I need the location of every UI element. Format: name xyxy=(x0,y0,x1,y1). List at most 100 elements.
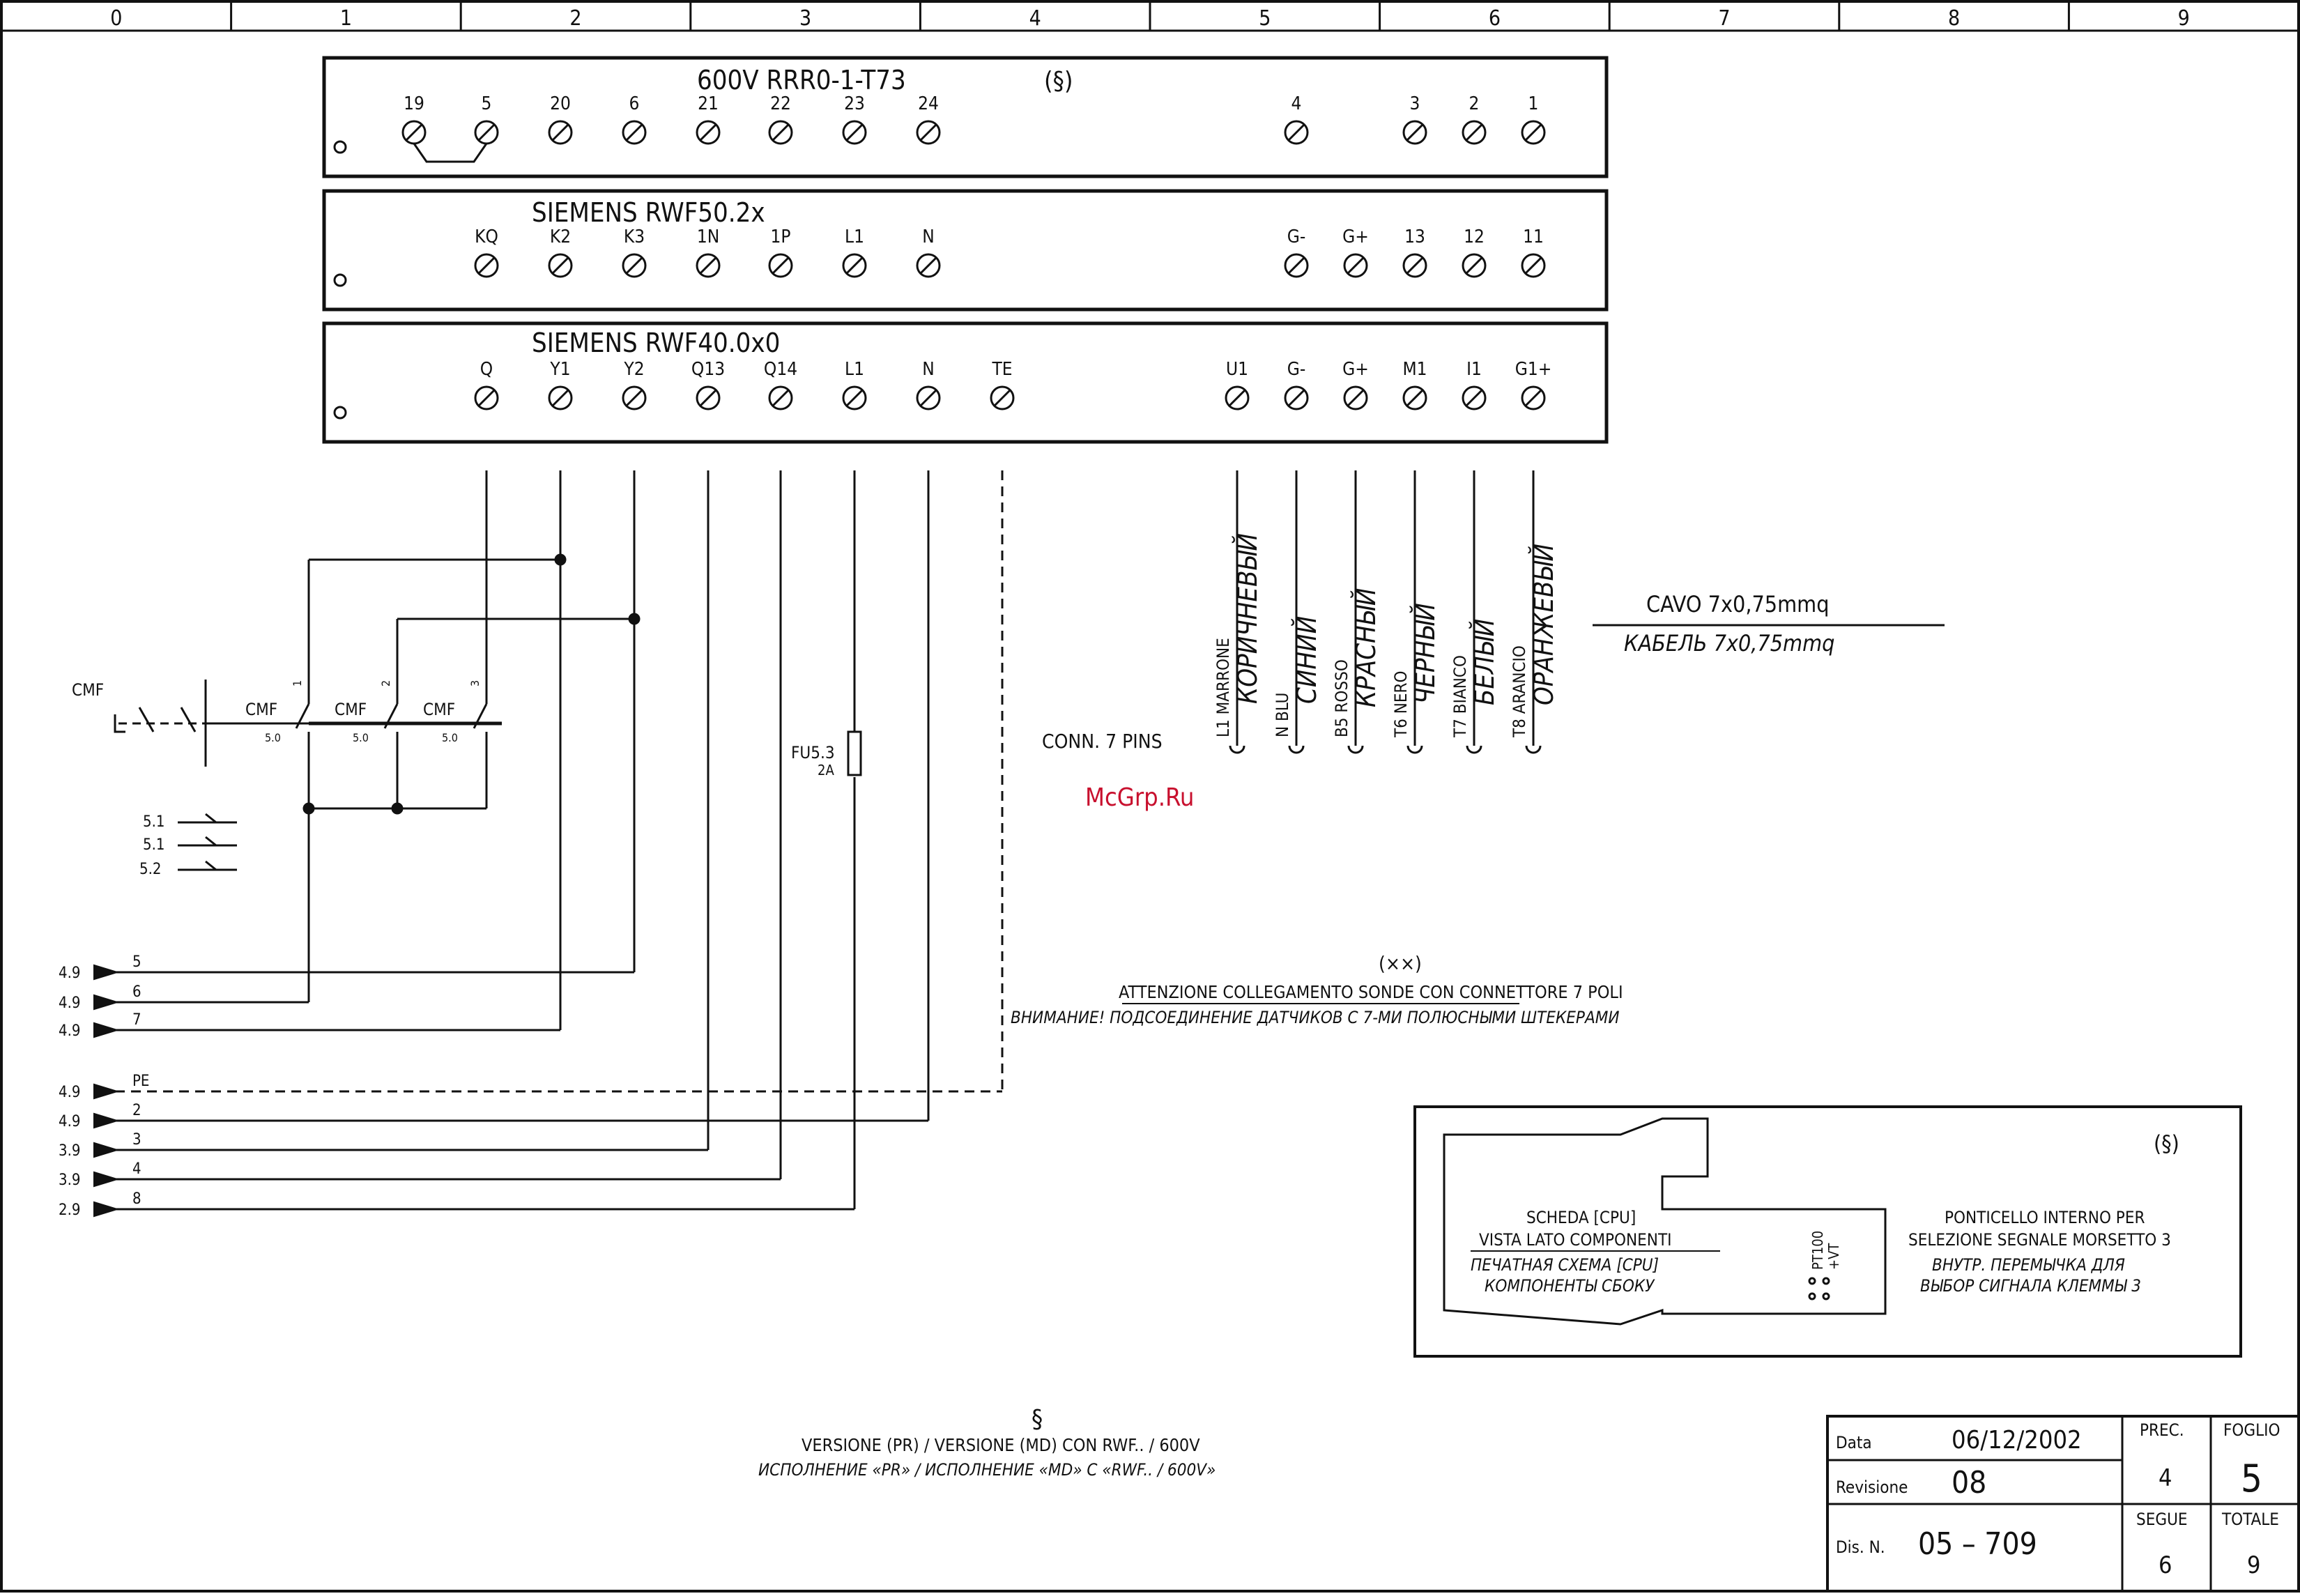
terminal: N xyxy=(916,359,941,410)
terminal: G1+ xyxy=(1515,359,1551,410)
terminal-label: 21 xyxy=(698,93,719,114)
contactor-pole-number-3: 3 xyxy=(468,680,482,686)
title-totale-value: 9 xyxy=(2247,1551,2260,1579)
terminal-label: N xyxy=(922,227,935,247)
block1-title: 600V RRR0-1-T73 xyxy=(697,65,906,95)
terminal-label: 1N xyxy=(697,227,719,247)
terminal: 4 xyxy=(1284,93,1309,145)
column-number: 1 xyxy=(340,6,352,31)
terminal-label: 2 xyxy=(1469,93,1480,114)
terminal-label: M1 xyxy=(1402,359,1427,380)
column-number: 0 xyxy=(110,6,122,31)
output-arrow-icon xyxy=(93,1083,120,1100)
terminal-screw-icon xyxy=(622,120,647,145)
output-ref: 4.9 xyxy=(59,1113,80,1130)
terminal-label: U1 xyxy=(1226,359,1248,380)
terminal-screw-icon xyxy=(1521,385,1546,410)
terminal-label: Q14 xyxy=(764,359,797,380)
terminal-label: 4 xyxy=(1291,93,1302,114)
terminal: 23 xyxy=(842,93,867,145)
wire-code: B5 ROSSO xyxy=(1332,659,1351,737)
contactor-pole-number-2: 2 xyxy=(379,680,392,686)
cable-label-it: CAVO 7x0,75mmq xyxy=(1646,591,1829,617)
wire-code: T8 ARANCIO xyxy=(1510,645,1529,738)
terminal: K2 xyxy=(548,227,573,278)
terminal-screw-icon xyxy=(696,120,721,145)
watermark: McGrp.Ru xyxy=(1085,783,1194,812)
detail-mark: (§) xyxy=(2154,1130,2179,1157)
column-number: 4 xyxy=(1029,6,1041,31)
detail-box xyxy=(1413,1105,2242,1358)
terminal-label: L1 xyxy=(845,359,864,380)
terminal: Y1 xyxy=(548,359,573,410)
connector-label: CONN. 7 PINS xyxy=(1042,730,1163,753)
terminal-screw-icon xyxy=(1462,120,1487,145)
detail-board-it-1: SCHEDA [CPU] xyxy=(1526,1208,1636,1227)
terminal-screw-icon xyxy=(1521,120,1546,145)
terminal-label: 5 xyxy=(482,93,492,114)
terminal-screw-icon xyxy=(916,385,941,410)
output-arrow-icon xyxy=(93,1142,120,1158)
terminal: TE xyxy=(990,359,1015,410)
output-ref: 2.9 xyxy=(59,1202,80,1219)
terminal: Q xyxy=(474,359,499,410)
terminal-label: Q xyxy=(480,359,493,380)
terminal-label: L1 xyxy=(845,227,864,247)
terminal-label: Y1 xyxy=(549,359,570,380)
output-arrow-icon xyxy=(93,1201,120,1218)
title-dis-value: 05 – 709 xyxy=(1918,1526,2037,1562)
terminal-screw-icon xyxy=(1462,253,1487,278)
contactor-pole-1: CMF xyxy=(245,700,277,719)
terminal-screw-icon xyxy=(1402,253,1427,278)
terminal: 21 xyxy=(696,93,721,145)
contactor-pole-ref-1: 5.0 xyxy=(265,731,281,744)
title-segue-value: 6 xyxy=(2159,1551,2172,1579)
terminal-label: K2 xyxy=(550,227,571,247)
terminal-screw-icon xyxy=(622,385,647,410)
detail-board-ru-2: КОМПОНЕНТЫ СБОКУ xyxy=(1485,1276,1655,1296)
output-arrow-icon xyxy=(93,1022,120,1038)
title-rev-value: 08 xyxy=(1952,1465,1986,1501)
output-label: 8 xyxy=(132,1190,141,1208)
terminal-screw-icon xyxy=(696,385,721,410)
terminal: U1 xyxy=(1225,359,1250,410)
terminal-label: K3 xyxy=(624,227,645,247)
terminal-screw-icon xyxy=(1402,385,1427,410)
contactor-pole-number-1: 1 xyxy=(291,680,304,686)
output-ref: 4.9 xyxy=(59,965,80,982)
terminal: 1P xyxy=(768,227,793,278)
wire-color-ru: ЧЕРНЫЙ xyxy=(1410,603,1441,704)
terminal-screw-icon xyxy=(696,253,721,278)
title-data-label: Data xyxy=(1836,1433,1872,1452)
output-arrow-icon xyxy=(93,964,120,981)
output-label: PE xyxy=(132,1073,149,1090)
title-dis-label: Dis. N. xyxy=(1836,1537,1885,1557)
output-ref: 4.9 xyxy=(59,995,80,1012)
terminal-screw-icon xyxy=(401,120,427,145)
terminal: G+ xyxy=(1342,227,1369,278)
terminal: 1N xyxy=(696,227,721,278)
terminal: 2 xyxy=(1462,93,1487,145)
terminal-label: G- xyxy=(1287,359,1306,380)
output-arrows xyxy=(93,964,120,1218)
contactor-pole-2: CMF xyxy=(335,700,367,719)
terminal: M1 xyxy=(1402,359,1427,410)
terminal-label: N xyxy=(922,359,935,380)
column-number: 2 xyxy=(569,6,581,31)
output-arrow-icon xyxy=(93,1112,120,1129)
terminal-label: G+ xyxy=(1342,359,1369,380)
terminal-label: Y2 xyxy=(623,359,644,380)
terminal: 11 xyxy=(1521,227,1546,278)
title-foglio-value: 5 xyxy=(2241,1457,2262,1501)
terminal-label: 6 xyxy=(629,93,640,114)
terminal-screw-icon xyxy=(548,385,573,410)
aux-contact-2: 5.1 xyxy=(143,836,164,854)
wire-color-ru: БЕЛЫЙ xyxy=(1469,619,1500,705)
terminal-label: 23 xyxy=(844,93,865,114)
detail-pins-1: PT100 xyxy=(1809,1231,1826,1270)
terminal: 20 xyxy=(548,93,573,145)
